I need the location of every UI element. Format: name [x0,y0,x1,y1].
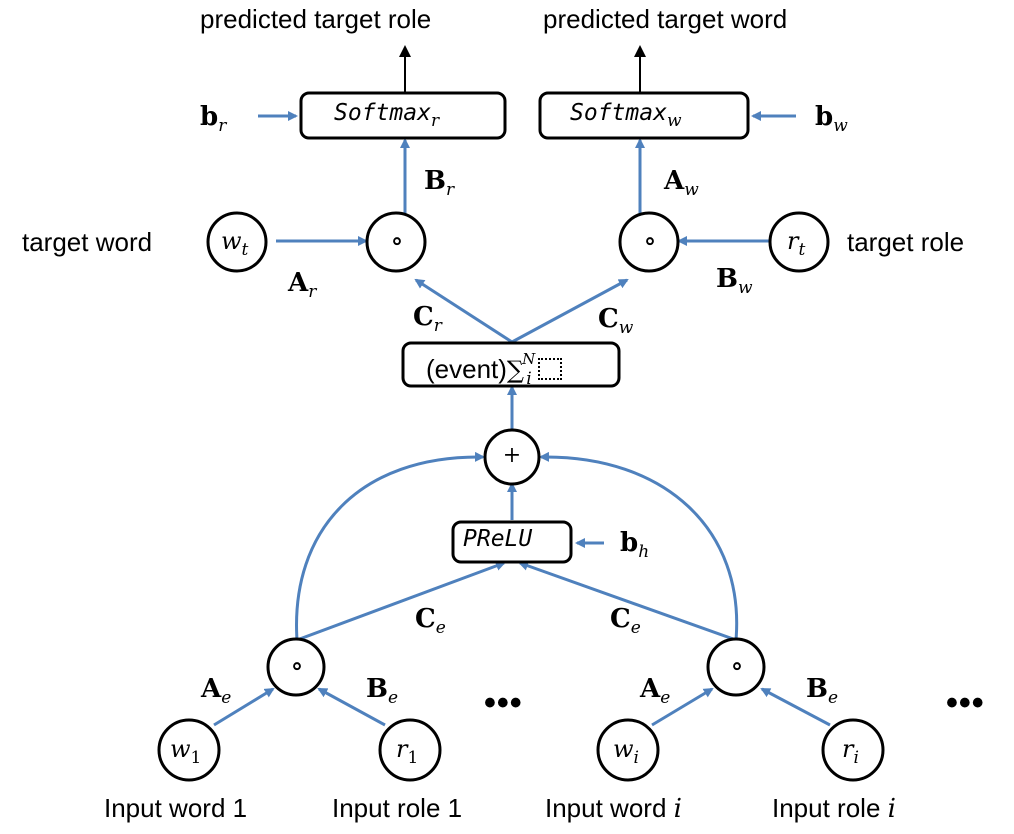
predicted-target-role-label: predicted target role [200,4,432,34]
r1-symbol: r1 [396,735,419,768]
softmax-word-box [538,91,750,140]
input-word-i-label: Input word i [545,793,682,824]
hadamard-word-node [618,211,680,273]
bias-r-label: br [200,102,227,136]
ellipsis-right: ••• [946,684,985,722]
prelu-label: PReLU [463,526,533,552]
input-word-1-label: Input word 1 [104,793,248,823]
hadamard-word-symbol: ∘ [643,224,657,257]
target-role-text: target role [847,227,965,257]
edge-r1-hadleft [317,687,386,727]
ri-symbol: ri [842,735,859,768]
arc-right-residual [539,451,739,641]
predicted-target-word-label: predicted target word [543,4,788,34]
matrix-Be-left-label: Be [366,674,399,708]
placeholder-box [537,358,562,380]
matrix-Br-label: Br [424,166,455,200]
input-w1-node [157,718,221,782]
matrix-Cw-label: Cw [598,304,634,338]
hadamard-role-node [365,211,427,273]
hadamard-left-node [266,637,326,697]
ellipsis-middle: ••• [484,684,523,722]
matrix-Cr-label: Cr [413,302,442,336]
edge-wi-hadright [651,687,714,727]
bias-h-label: bh [620,528,650,562]
matrix-Ce-left-label: Ce [415,604,446,638]
matrix-Ce-right-label: Ce [610,604,641,638]
target-word-node [206,211,268,273]
input-ri-node [821,718,885,782]
rt-symbol: rt [787,227,806,260]
hadamard-role-symbol: ∘ [390,224,404,257]
softmax-word-label: Softmaxw [570,100,682,131]
bias-w-label: bw [815,102,848,136]
edge-w1-hadleft [213,687,275,727]
target-word-text: target word [22,227,153,257]
edge-ri-hadright [760,687,831,727]
input-r1-node [378,718,442,782]
target-role-node [768,211,830,273]
matrix-Aw-label: Aw [664,166,699,200]
plus-symbol: + [502,443,522,468]
input-role-1-label: Input role 1 [332,793,463,823]
hadamard-right-node [706,637,766,697]
softmax-role-label: Softmaxr [334,100,440,131]
hadamard-left-symbol: ∘ [290,649,304,682]
hadamard-right-symbol: ∘ [730,649,744,682]
matrix-Be-right-label: Be [806,674,839,708]
input-role-i-label: Input role i [772,793,896,824]
event-sum-label: (event)∑Ni [426,352,562,388]
matrix-Ar-label: Ar [288,268,317,302]
input-wi-node [596,718,660,782]
edge-hadright-prelu [518,560,737,642]
w1-symbol: w1 [170,735,202,768]
matrix-Bw-label: Bw [716,264,753,298]
softmax-role-box [299,91,507,140]
wt-symbol: wt [221,227,249,260]
plus-node [483,428,541,486]
edge-hadleft-prelu [296,561,506,642]
matrix-Ae-left-label: Ae [201,674,232,708]
matrix-Ae-right-label: Ae [640,674,671,708]
edge-event-hadr [414,278,513,344]
wi-symbol: wi [613,735,639,768]
event-sum-box [401,341,621,388]
edge-event-hadw [511,278,629,344]
arc-left-residual [295,451,485,641]
prelu-box [451,520,573,564]
